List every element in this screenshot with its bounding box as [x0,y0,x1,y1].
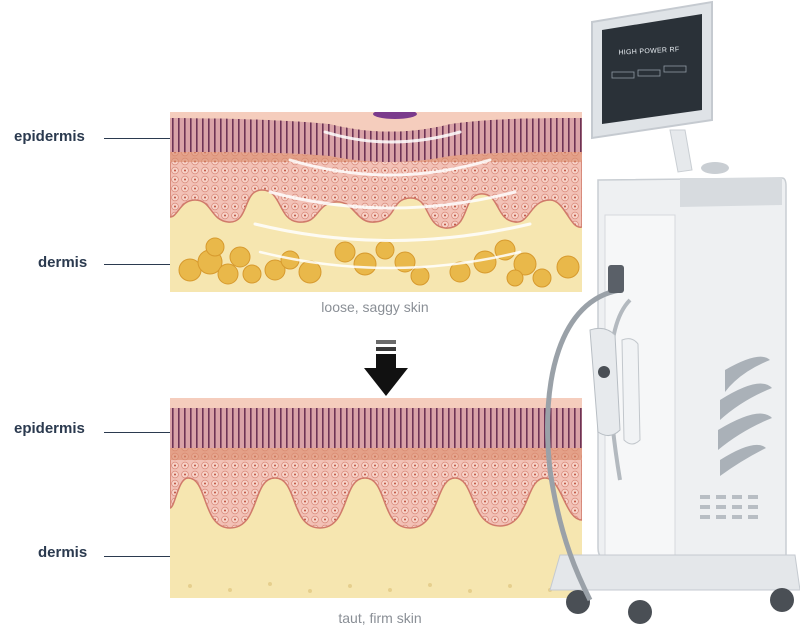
skin-diagram-taut [170,398,582,598]
leader-dermis-top [104,264,170,265]
leader-epidermis-bottom [104,432,170,433]
label-epidermis-bottom: epidermis [14,420,85,437]
leader-dermis-bottom [104,556,170,557]
device-screen [591,0,713,140]
caption-after: taut, firm skin [338,610,422,626]
label-dermis-bottom: dermis [38,544,88,561]
caption-before: loose, saggy skin [321,299,429,315]
leader-epidermis-top [104,138,170,139]
arrow-down-icon [364,340,408,396]
rf-machine-illustration [545,0,800,624]
skin-diagram-loose [170,112,582,292]
label-dermis-top: dermis [38,254,88,271]
label-epidermis-top: epidermis [14,128,85,145]
